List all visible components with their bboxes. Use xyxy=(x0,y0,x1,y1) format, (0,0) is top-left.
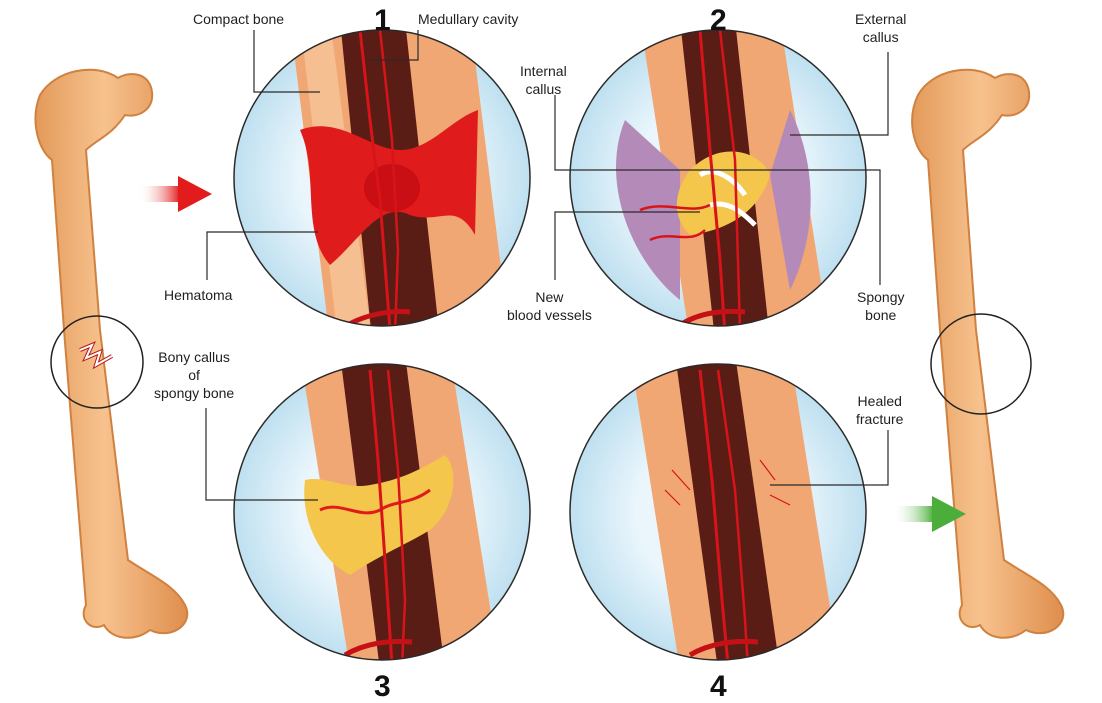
label-spongy-bone: Spongy bone xyxy=(857,289,905,323)
arrow-in-icon xyxy=(138,176,212,212)
label-hematoma: Hematoma xyxy=(164,287,233,303)
label-new-blood-vessels: New blood vessels xyxy=(507,289,592,323)
right-femur xyxy=(911,68,1065,639)
leader-lines xyxy=(205,30,889,501)
label-external-callus: External callus xyxy=(855,11,907,45)
label-medullary-cavity: Medullary cavity xyxy=(418,11,519,27)
diagram-graphic xyxy=(34,29,1065,661)
label-healed-fracture: Healed fracture xyxy=(856,393,904,427)
fracture-healing-diagram: 1 2 3 4 Compact bone Medullary cavity In… xyxy=(34,4,1065,702)
stage-2-circle xyxy=(569,29,867,327)
left-femur xyxy=(34,68,189,639)
step-number-3: 3 xyxy=(374,670,391,703)
stage-3-circle xyxy=(233,363,531,661)
label-internal-callus: Internal callus xyxy=(520,63,567,97)
stage-4-circle xyxy=(569,363,867,661)
stage-1-circle xyxy=(233,29,531,327)
label-compact-bone: Compact bone xyxy=(193,11,285,27)
label-bony-callus: Bony callus of spongy bone xyxy=(154,349,235,401)
arrow-out-icon xyxy=(892,496,966,532)
step-number-2: 2 xyxy=(710,4,727,37)
step-number-1: 1 xyxy=(374,4,391,37)
step-number-4: 4 xyxy=(710,670,727,703)
